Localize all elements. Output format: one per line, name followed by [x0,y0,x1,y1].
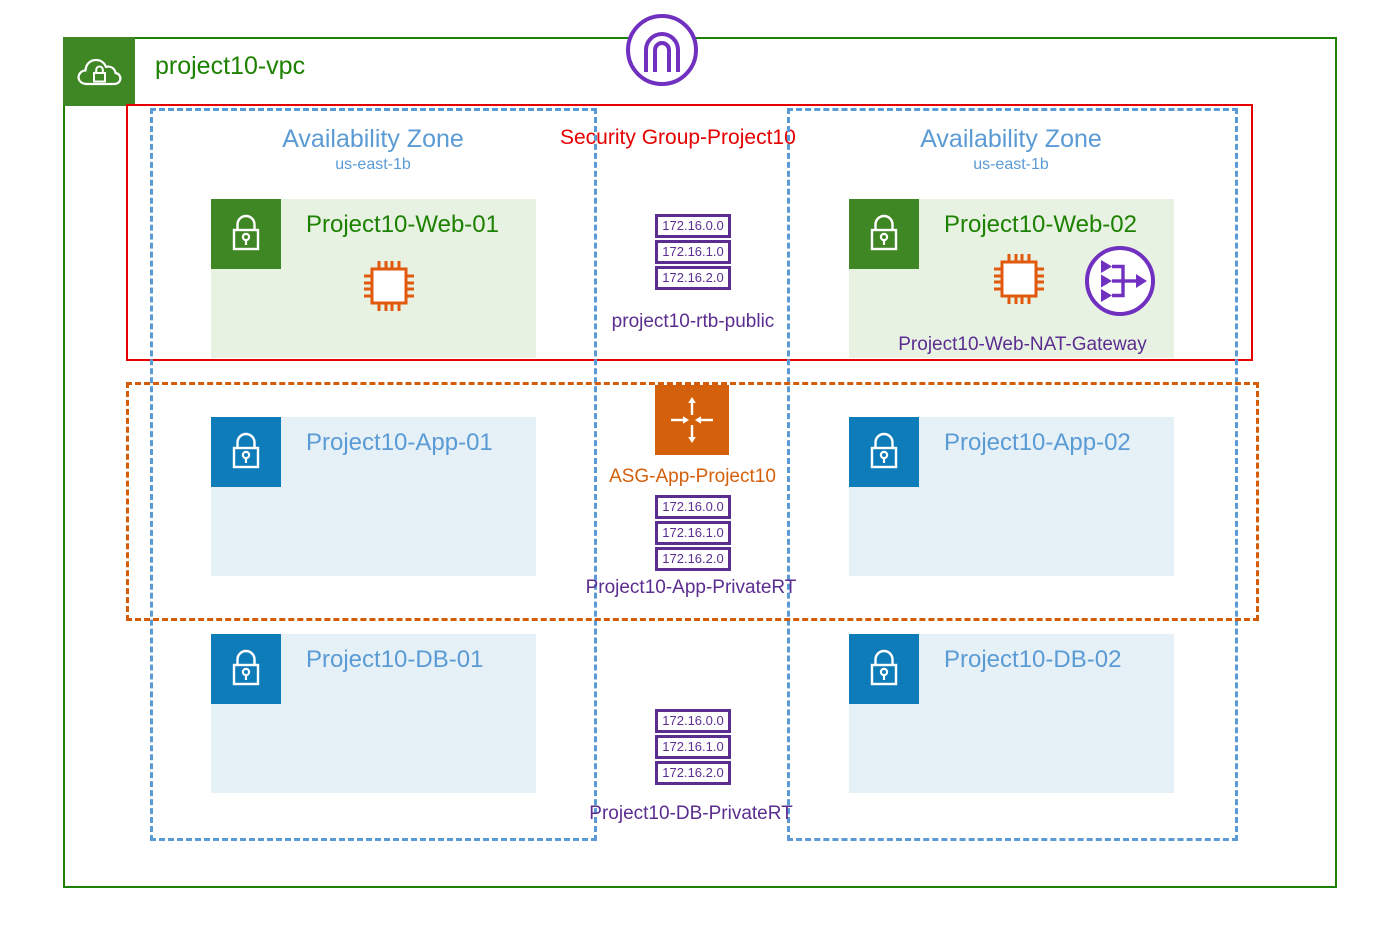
availability-zone-left-title: Availability Zone us-east-1b [190,126,556,174]
availability-zone-right-boundary [787,108,1238,841]
internet-gateway-icon [622,10,702,90]
availability-zone-left-boundary [150,108,597,841]
subnet-web-01-label: Project10-Web-01 [306,211,499,238]
subnet-web-02-label: Project10-Web-02 [944,211,1137,238]
subnet-db-01-label: Project10-DB-01 [306,646,484,673]
route-cidr: 172.16.1.0 [655,521,731,545]
availability-zone-right-title: Availability Zone us-east-1b [828,126,1194,174]
subnet-app-01-label: Project10-App-01 [306,429,493,456]
vpc-title: project10-vpc [155,52,306,80]
route-table-app-private-label: Project10-App-PrivateRT [585,577,797,598]
nat-gateway-label: Project10-Web-NAT-Gateway [898,334,1147,355]
route-cidr: 172.16.1.0 [655,735,731,759]
subnet-lock-icon [211,417,281,487]
route-table-db-private-label: Project10-DB-PrivateRT [589,803,793,824]
route-cidr: 172.16.1.0 [655,240,731,264]
vpc-boundary [63,37,1337,888]
subnet-lock-icon [849,199,919,269]
route-cidr: 172.16.2.0 [655,547,731,571]
subnet-app-01[interactable]: Project10-App-01 [211,417,536,576]
subnet-lock-icon [211,634,281,704]
auto-scaling-group-boundary [126,382,1259,621]
subnet-db-02[interactable]: Project10-DB-02 [849,634,1174,793]
az-right-region: us-east-1b [973,156,1049,174]
route-table-db-private[interactable]: 172.16.0.0 172.16.1.0 172.16.2.0 [655,709,731,787]
route-table-public-label: project10-rtb-public [611,311,775,332]
nat-gateway-icon[interactable] [1081,242,1159,320]
route-table-app-private[interactable]: 172.16.0.0 172.16.1.0 172.16.2.0 [655,495,731,573]
route-table-public[interactable]: 172.16.0.0 172.16.1.0 172.16.2.0 [655,214,731,292]
az-left-region: us-east-1b [335,156,411,174]
ec2-instance-icon[interactable] [988,248,1050,310]
subnet-lock-icon [849,634,919,704]
subnet-db-02-label: Project10-DB-02 [944,646,1122,673]
auto-scaling-group-icon[interactable] [655,385,729,455]
route-cidr: 172.16.2.0 [655,761,731,785]
subnet-db-01[interactable]: Project10-DB-01 [211,634,536,793]
subnet-lock-icon [211,199,281,269]
security-group-boundary [126,104,1253,361]
route-cidr: 172.16.0.0 [655,709,731,733]
ec2-instance-icon[interactable] [358,255,420,317]
subnet-lock-icon [849,417,919,487]
vpc-cloud-lock-icon [63,37,135,106]
az-left-name: Availability Zone [282,125,464,153]
route-cidr: 172.16.0.0 [655,495,731,519]
security-group-label: Security Group-Project10 [560,126,796,149]
route-cidr: 172.16.2.0 [655,266,731,290]
subnet-app-02[interactable]: Project10-App-02 [849,417,1174,576]
route-cidr: 172.16.0.0 [655,214,731,238]
subnet-app-02-label: Project10-App-02 [944,429,1131,456]
auto-scaling-group-label: ASG-App-Project10 [609,466,776,487]
az-right-name: Availability Zone [920,125,1102,153]
